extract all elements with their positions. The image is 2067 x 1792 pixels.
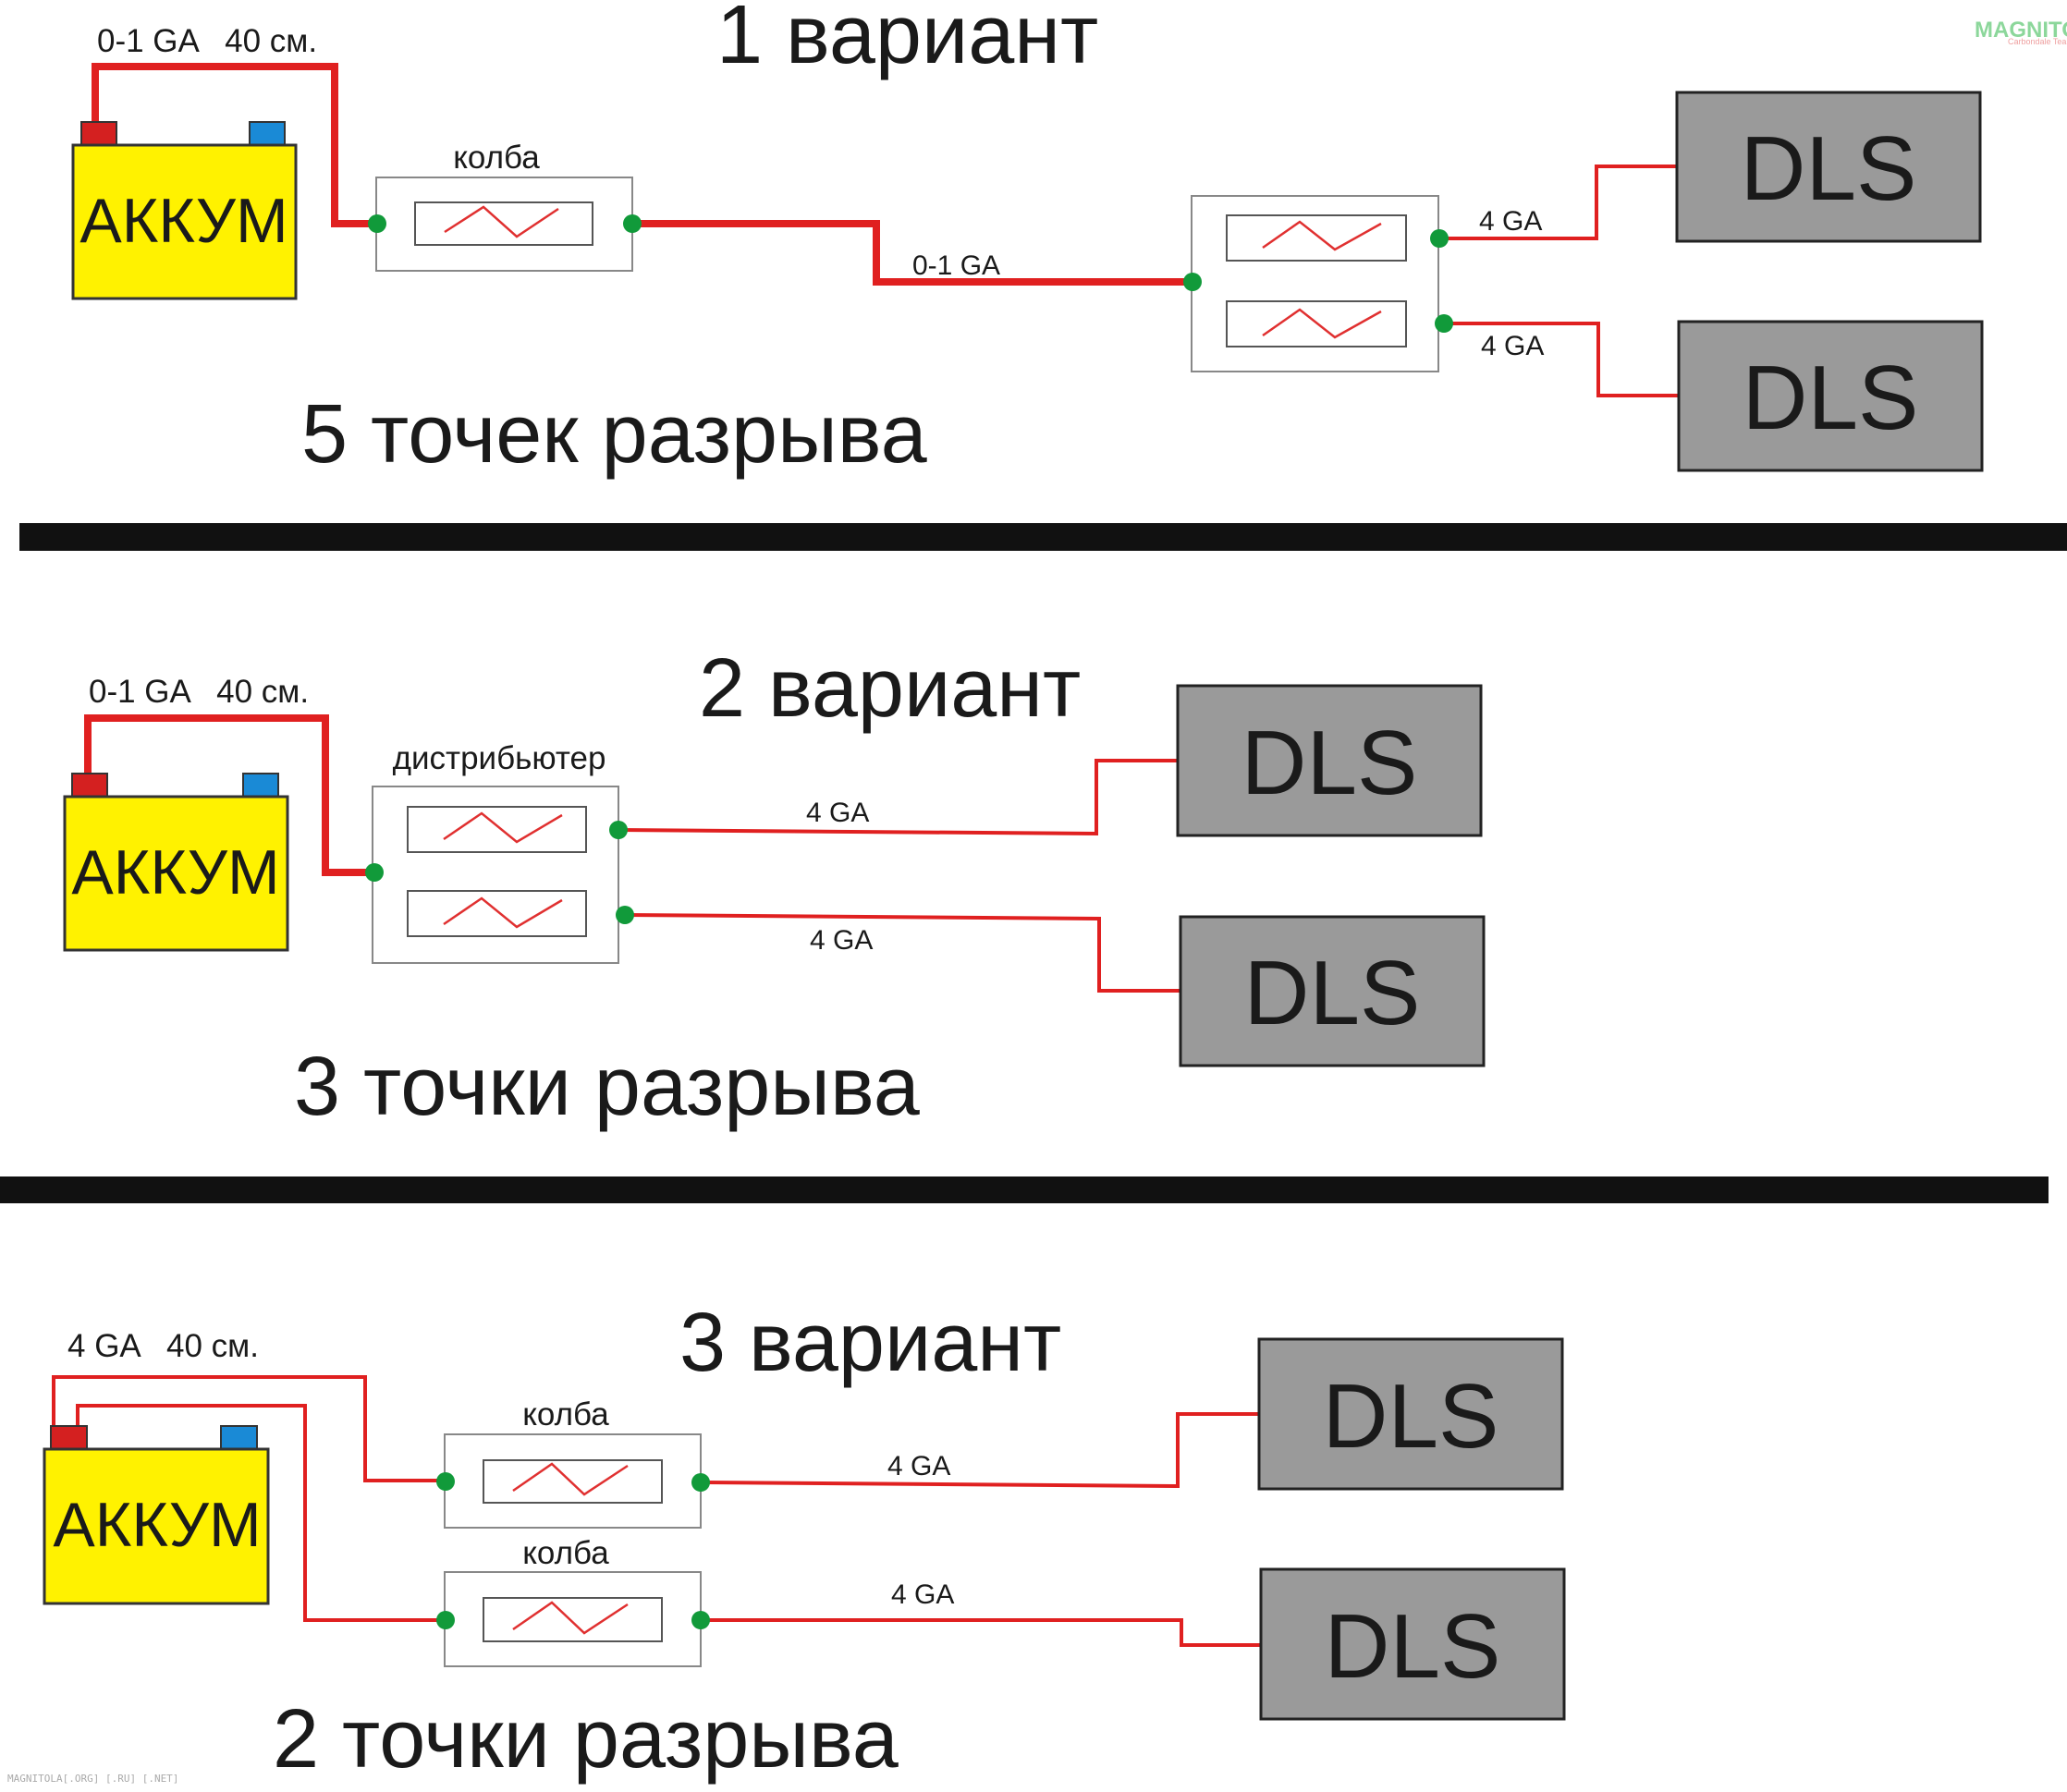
- variant-1-battery-cable-label: 0-1 GA 40 см.: [97, 23, 317, 59]
- variant-3-break-points: 2 точки разрыва: [273, 1693, 899, 1786]
- variant-3-fuse-2-input-cable: [76, 1404, 445, 1622]
- variant-1-battery: АККУМ: [71, 121, 298, 300]
- section-divider: [19, 523, 2067, 551]
- variant-1-amp-2: DLS: [1677, 320, 1984, 472]
- variant-2-amp-1-cable-label: 4 GA: [806, 798, 869, 828]
- connection-node: [616, 906, 634, 924]
- plus-terminal-icon: [80, 121, 117, 146]
- connection-node: [691, 1611, 710, 1629]
- connection-node: [609, 821, 628, 839]
- variant-3-amp-1-cable: [700, 1412, 1260, 1489]
- connection-node: [436, 1472, 455, 1491]
- variant-1: 1 вариант АККУМ 0-1 GA 40 см. колба 0-1 …: [71, 0, 1984, 481]
- connection-node: [691, 1473, 710, 1492]
- variant-2-amp-1-cable: [618, 759, 1179, 836]
- variant-3-holder-2-label: колба: [522, 1535, 609, 1571]
- svg-text:MAGNITOLA: MAGNITOLA: [1975, 18, 2067, 43]
- variant-1-battery-label: АККУМ: [80, 186, 287, 256]
- variant-3-amp-2: DLS: [1259, 1567, 1566, 1721]
- connection-node: [623, 214, 642, 233]
- watermark-footer: MAGNITOLA[.ORG] [.RU] [.NET]: [7, 1773, 178, 1785]
- plus-terminal-icon: [50, 1425, 88, 1450]
- section-divider: [0, 1176, 2049, 1203]
- fuse-icon: [1262, 308, 1382, 339]
- fuse-icon: [443, 896, 563, 929]
- battery-icon: [43, 1447, 270, 1605]
- variant-2-battery-label: АККУМ: [71, 837, 279, 908]
- variant-2-amp-2-label: DLS: [1244, 942, 1421, 1043]
- variant-2-title: 2 вариант: [699, 642, 1081, 735]
- variant-1-holder-label: колба: [453, 140, 540, 176]
- variant-2-amp-2-cable: [624, 913, 1181, 993]
- variant-3-amp-1: DLS: [1257, 1337, 1564, 1491]
- variant-3-amp-1-cable-label: 4 GA: [887, 1451, 950, 1481]
- variant-1-amp-2-cable-label: 4 GA: [1481, 331, 1544, 361]
- watermark-logo: MAGNITOLA Carbondale Team: [1975, 18, 2067, 46]
- variant-1-main-cable-label: 0-1 GA: [912, 250, 1000, 281]
- variant-1-amp-1-cable: [1439, 165, 1678, 240]
- svg-text:Carbondale Team: Carbondale Team: [2008, 37, 2067, 46]
- variant-1-title: 1 вариант: [716, 0, 1098, 81]
- variant-2-amp-1-label: DLS: [1241, 712, 1418, 813]
- variant-1-amp-2-label: DLS: [1743, 347, 1919, 448]
- minus-terminal-icon: [242, 773, 279, 798]
- variant-2-amp-1: DLS: [1176, 684, 1483, 837]
- variant-3: 3 вариант АККУМ 4 GA 40 см. колба колба: [43, 1297, 1566, 1786]
- variant-3-fuse-holder-2: колба: [436, 1535, 710, 1667]
- variant-2-battery: АККУМ: [63, 773, 289, 952]
- connection-node: [1183, 273, 1202, 291]
- variant-3-amp-2-label: DLS: [1325, 1595, 1501, 1697]
- variant-1-amp-2-cable: [1444, 322, 1680, 397]
- variant-3-fuse-1-input-cable: [52, 1375, 445, 1482]
- fuse-icon: [443, 811, 563, 844]
- variant-1-battery-cable: [92, 63, 377, 227]
- minus-terminal-icon: [249, 121, 286, 146]
- battery-icon: [71, 143, 298, 300]
- variant-1-break-points: 5 точек разрыва: [301, 388, 928, 481]
- variant-3-holder-1-label: колба: [522, 1396, 609, 1432]
- variant-3-amp-2-cable: [701, 1618, 1262, 1647]
- variant-2-distributor: дистрибьютер: [365, 740, 634, 964]
- variant-2-holder-label: дистрибьютер: [393, 740, 606, 776]
- minus-terminal-icon: [220, 1425, 258, 1450]
- variant-2: 2 вариант АККУМ 0-1 GA 40 см. дистрибьют…: [63, 642, 1486, 1133]
- variant-2-battery-cable-label: 0-1 GA 40 см.: [89, 674, 309, 710]
- connection-node: [1435, 314, 1453, 333]
- variant-3-battery-label: АККУМ: [53, 1490, 261, 1560]
- variant-3-battery-cable-label: 4 GA 40 см.: [67, 1328, 259, 1364]
- connection-node: [365, 863, 384, 882]
- variant-1-amp-1: DLS: [1675, 91, 1982, 243]
- variant-1-main-cable: [632, 220, 1192, 286]
- connection-node: [368, 214, 386, 233]
- connection-node: [1430, 229, 1449, 248]
- variant-2-break-points: 3 точки разрыва: [294, 1041, 921, 1133]
- variant-2-amp-2-cable-label: 4 GA: [810, 925, 873, 956]
- variant-3-title: 3 вариант: [679, 1297, 1061, 1389]
- variant-1-amp-1-label: DLS: [1741, 117, 1917, 219]
- fuse-icon: [1262, 220, 1382, 251]
- plus-terminal-icon: [71, 773, 108, 798]
- fuse-icon: [444, 205, 559, 238]
- variant-1-amp-1-cable-label: 4 GA: [1479, 206, 1542, 237]
- fuse-icon: [512, 1601, 629, 1635]
- fuse-icon: [512, 1462, 629, 1496]
- variant-3-fuse-holder-1: колба: [436, 1396, 710, 1529]
- battery-icon: [63, 795, 289, 952]
- connection-node: [436, 1611, 455, 1629]
- variant-1-distribution-block: [1183, 195, 1453, 372]
- variant-2-battery-cable: [84, 714, 374, 876]
- variant-3-amp-1-label: DLS: [1323, 1365, 1499, 1467]
- variant-3-battery: АККУМ: [43, 1425, 270, 1605]
- variant-3-amp-2-cable-label: 4 GA: [891, 1579, 954, 1610]
- variant-2-amp-2: DLS: [1179, 915, 1486, 1067]
- variant-1-fuse-holder: колба: [368, 140, 642, 272]
